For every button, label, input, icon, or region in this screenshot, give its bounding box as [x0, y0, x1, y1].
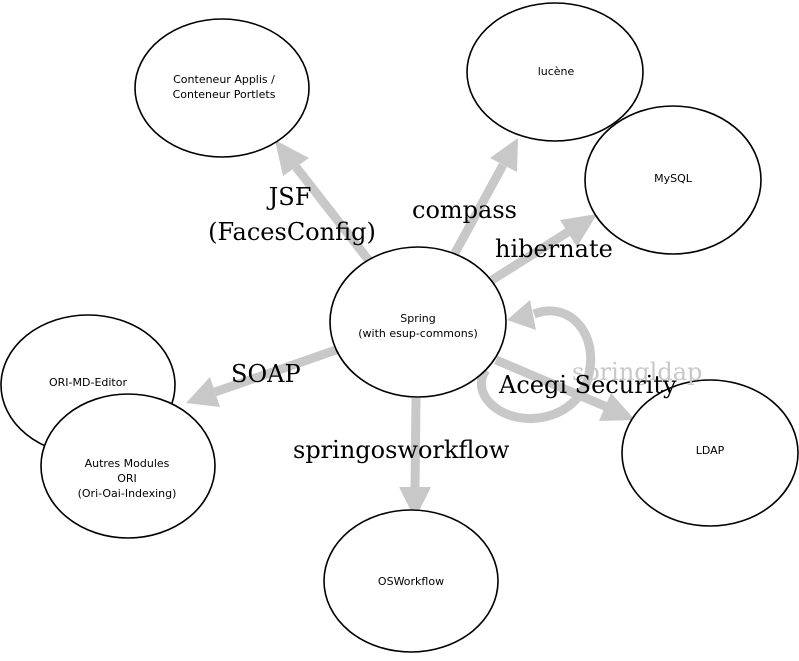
node-lucene: lucène [466, 2, 644, 142]
arrow-springldap-loop [477, 300, 596, 423]
node-ori-md-editor-label: ORI-MD-Editor [49, 376, 127, 389]
edge-label-soap: SOAP [231, 360, 301, 388]
edge-label-compass: compass [412, 196, 517, 224]
node-spring-line1: Spring [400, 312, 436, 325]
edge-label-springosworkflow: springosworkflow [293, 436, 510, 464]
arrow-acegi [494, 355, 635, 421]
edge-label-springldap: springldap [572, 358, 702, 386]
node-lucene-label: lucène [538, 65, 575, 78]
arrow-soap [186, 345, 338, 407]
node-ldap: LDAP [621, 379, 799, 527]
edge-label-acegi: Acegi Security [498, 371, 677, 399]
node-osworkflow-label: OSWorkflow [378, 575, 444, 588]
node-conteneur-line1: Conteneur Applis / [173, 73, 275, 86]
arrow-compass [451, 138, 518, 256]
node-ldap-label: LDAP [696, 444, 725, 457]
arrow-jsf [275, 140, 374, 265]
node-autres-modules-line2: ORI [117, 472, 137, 485]
edge-label-jsf-line2: (FacesConfig) [208, 218, 376, 246]
node-autres-modules: Autres Modules ORI (Ori-Oai-Indexing) [40, 393, 216, 539]
node-conteneur: Conteneur Applis / Conteneur Portlets [134, 18, 310, 158]
node-spring-line2: (with esup-commons) [358, 327, 477, 340]
node-mysql-label: MySQL [654, 172, 693, 185]
node-spring: Spring (with esup-commons) [329, 246, 507, 398]
arrow-hibernate [489, 214, 597, 284]
node-autres-modules-line1: Autres Modules [85, 457, 170, 470]
arrow-springosworkflow [399, 397, 431, 519]
edge-label-jsf-line1: JSF [266, 183, 312, 211]
node-conteneur-line2: Conteneur Portlets [173, 88, 276, 101]
node-autres-modules-line3: (Ori-Oai-Indexing) [78, 487, 177, 500]
node-mysql: MySQL [584, 105, 762, 255]
edge-label-hibernate: hibernate [495, 235, 613, 263]
node-osworkflow: OSWorkflow [323, 509, 499, 653]
